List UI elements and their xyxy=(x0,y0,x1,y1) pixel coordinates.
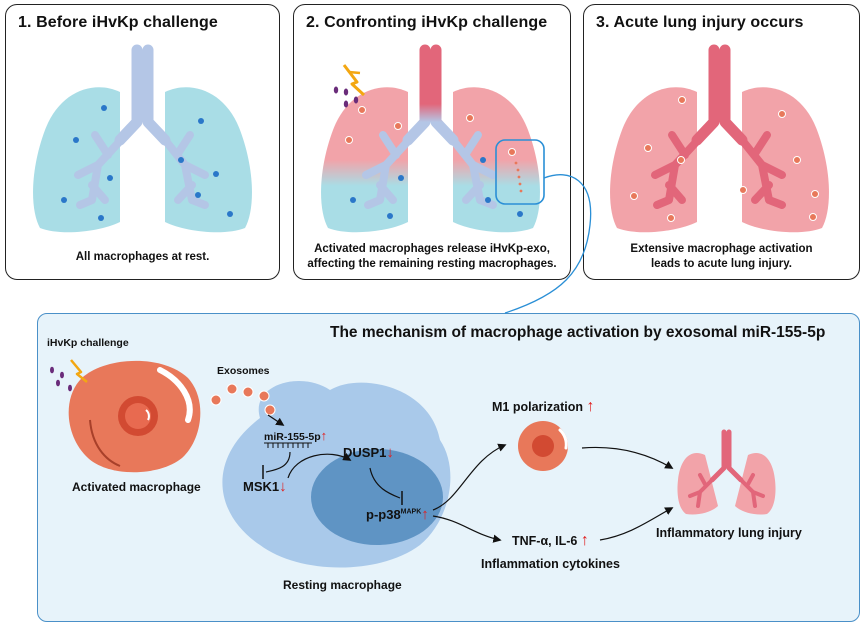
panel-caption: Extensive macrophage activation leads to… xyxy=(630,243,813,270)
msk1-label: MSK1↓ xyxy=(243,478,287,495)
lungs-at-rest xyxy=(33,44,252,233)
inflamed-lung-icon xyxy=(677,429,776,515)
mirna-strand xyxy=(264,442,312,448)
panel-title: 2. Confronting iHvKp challenge xyxy=(306,14,548,31)
panel-caption: All macrophages at rest. xyxy=(75,251,210,263)
cytokines-caption: Inflammation cytokines xyxy=(481,557,620,571)
exosome-dots xyxy=(210,383,276,416)
activated-macrophage-cell xyxy=(68,360,201,473)
panel-title: 1. Before iHvKp challenge xyxy=(18,14,218,31)
pp38-label: p-p38MAPK↑ xyxy=(366,506,429,523)
activated-macrophage-label: Activated macrophage xyxy=(72,480,201,494)
lungs-confronting xyxy=(321,44,592,314)
panel-title: 3. Acute lung injury occurs xyxy=(596,14,804,31)
inflammatory-injury-label: Inflammatory lung injury xyxy=(656,526,802,540)
bacteria-icon xyxy=(50,366,72,392)
cytokines-label: TNF-α, IL-6 ↑ xyxy=(512,532,589,549)
mirna-label: miR-155-5p↑ xyxy=(264,428,328,443)
m1-polarization-label: M1 polarization ↑ xyxy=(492,398,595,415)
resting-macrophage-cell xyxy=(222,380,451,568)
m1-macrophage-cell xyxy=(518,421,568,471)
challenge-label: iHvKp challenge xyxy=(47,337,129,349)
lungs-injured xyxy=(610,44,829,233)
resting-macrophage-label: Resting macrophage xyxy=(283,578,402,592)
exosomes-label: Exosomes xyxy=(217,365,270,377)
mechanism-title: The mechanism of macrophage activation b… xyxy=(330,324,826,341)
panel-caption: Activated macrophages release iHvKp-exo,… xyxy=(307,243,557,270)
dusp1-label: DUSP1↓ xyxy=(343,444,394,461)
